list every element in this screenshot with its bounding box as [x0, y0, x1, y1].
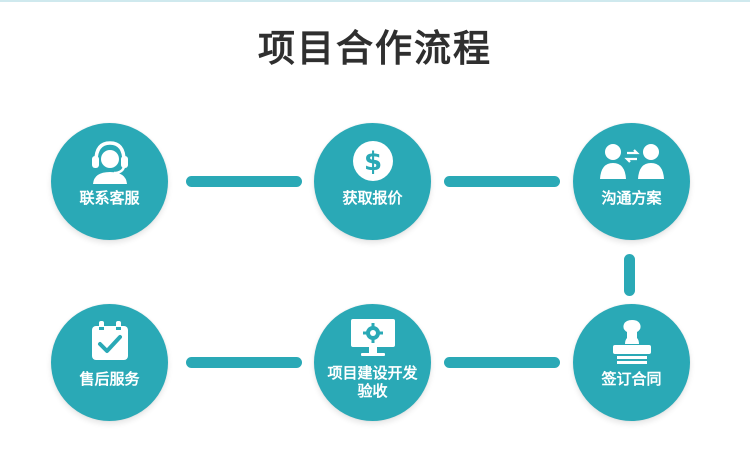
- connector-3-4: [624, 254, 635, 296]
- connector-4-5: [444, 357, 560, 368]
- step-label: 联系客服: [79, 189, 140, 207]
- step-build-and-accept: 项目建设开发 验收: [314, 304, 431, 421]
- step-sign-contract: 签订合同: [573, 304, 690, 421]
- step-label: 售后服务: [79, 370, 140, 388]
- two-people-exchange-icon: [573, 137, 690, 185]
- headset-support-icon: [51, 137, 168, 185]
- top-accent-line: [0, 0, 750, 2]
- step-contact-service: 联系客服: [51, 123, 168, 240]
- dollar-coin-icon: $: [314, 137, 431, 185]
- step-label: 沟通方案: [601, 189, 662, 207]
- monitor-gear-icon: [314, 314, 431, 362]
- connector-2-3: [444, 176, 560, 187]
- step-after-sales: 售后服务: [51, 304, 168, 421]
- connector-5-6: [186, 357, 302, 368]
- step-get-quote: $ 获取报价: [314, 123, 431, 240]
- page-title: 项目合作流程: [258, 27, 492, 70]
- connector-1-2: [186, 176, 302, 187]
- stamp-icon: [573, 318, 690, 366]
- step-label-line1: 项目建设开发: [327, 364, 418, 382]
- step-label: 签订合同: [601, 370, 662, 388]
- step-label: 获取报价: [342, 189, 403, 207]
- calendar-check-icon: [51, 318, 168, 366]
- step-label: 项目建设开发 验收: [314, 364, 431, 400]
- svg-text:$: $: [363, 147, 381, 177]
- step-label-line2: 验收: [357, 382, 388, 400]
- step-discuss-plan: 沟通方案: [573, 123, 690, 240]
